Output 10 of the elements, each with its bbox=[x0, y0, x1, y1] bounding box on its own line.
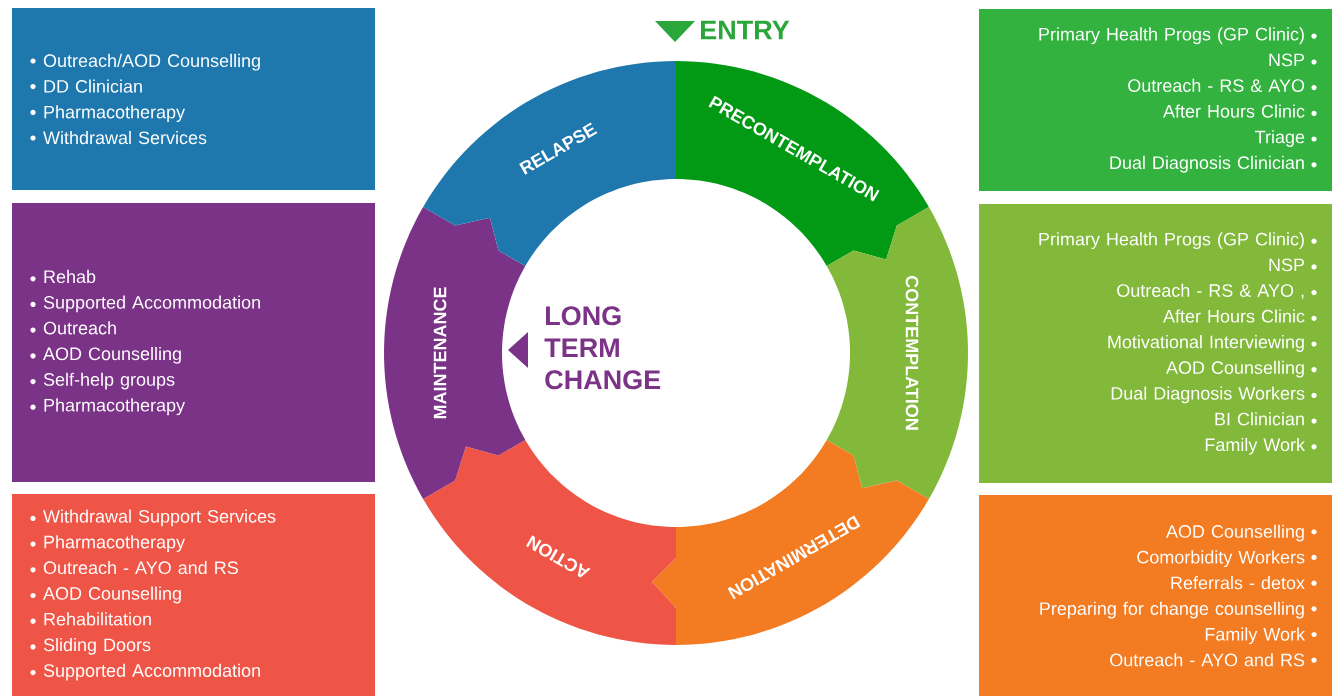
service-box: Outreach/AOD Counselling DD Clinician Pharmacotherapy Withdrawal Services bbox=[12, 8, 375, 190]
center-label: LONG TERM CHANGE bbox=[544, 306, 661, 390]
ring-segment: MAINTENANCE bbox=[384, 207, 526, 499]
ring-segment: CONTEMPLATION bbox=[826, 207, 968, 499]
entry-label: ENTRY bbox=[701, 20, 790, 40]
service-box: AOD Counselling Comorbidity Workers Referrals - detox Preparing for change counselling Family Work Outreach - AYO and RS bbox=[979, 495, 1332, 696]
service-box: Withdrawal Support Services Pharmacotherapy Outreach - AYO and RS AOD Counselling Rehabilitation Sliding Doors Supported Accommodation bbox=[12, 494, 375, 696]
service-box: Rehab Supported Accommodation Outreach AOD Counselling Self-help groups Pharmacotherapy bbox=[12, 203, 375, 482]
service-box: Primary Health Progs (GP Clinic) NSP Outreach - RS & AYO After Hours Clinic Triage Dual Diagnosis Clinician bbox=[979, 9, 1332, 191]
service-box: Primary Health Progs (GP Clinic) NSP Outreach - RS & AYO , After Hours Clinic Motivational Interviewing AOD Counselling Dual Diagnosis Workers BI Clinician Family Work bbox=[979, 204, 1332, 483]
